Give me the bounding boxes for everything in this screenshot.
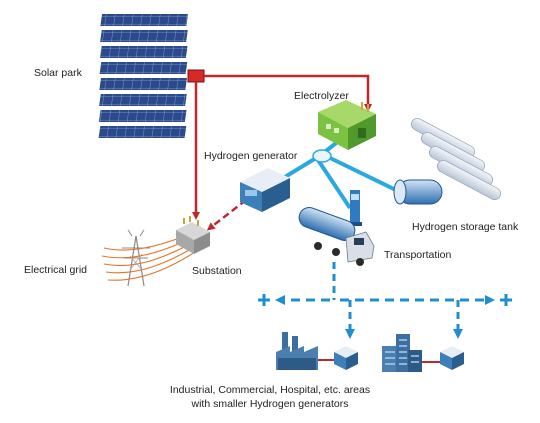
inverter-icon [187,69,205,83]
hydrogen-line-to-storage [325,154,401,194]
power-line-to-electrolyzer [204,74,372,112]
hydrogen-hub [312,149,332,163]
label-hydrogen-generator: Hydrogen generator [204,150,298,162]
distribution-end-plus-left [258,294,270,306]
office-building-icon [382,334,422,372]
factory-icon [276,332,318,370]
label-electrical-grid: Electrical grid [24,264,88,276]
small-generator-icon [440,346,464,370]
label-electrolyzer: Electrolyzer [294,90,349,102]
hydrogen-generator-icon [240,168,290,212]
hydrogen-pump-icon [348,190,362,226]
solar-panel-icon [98,14,189,138]
caption-line-1: Industrial, Commercial, Hospital, etc. a… [169,384,371,396]
hydrogen-line-to-pump [316,158,352,210]
electrolyzer-icon [318,100,376,150]
distribution-network [258,262,512,339]
caption-line-2: with smaller Hydrogen generators [191,398,349,410]
label-transportation: Transportation [384,249,452,261]
hydrogen-storage-tank-icon [393,117,502,205]
label-substation: Substation [192,265,242,277]
power-line-generator-to-substation [206,199,247,231]
tanker-truck-icon [298,207,375,266]
label-hydrogen-storage-tank: Hydrogen storage tank [412,221,519,233]
distribution-end-plus-right [500,294,512,306]
small-generator-icon [334,346,358,370]
label-solar-park: Solar park [34,67,82,79]
substation-transformer-icon [176,216,210,254]
